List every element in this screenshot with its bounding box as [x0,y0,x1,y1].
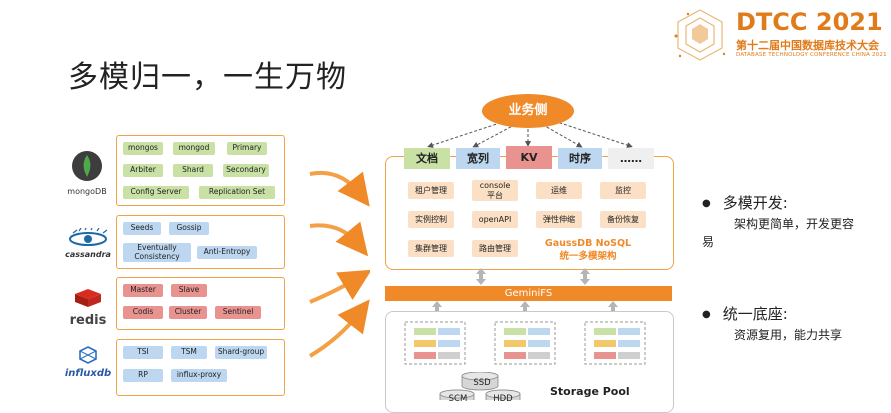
chip-anti-entropy: Anti-Entropy [197,246,257,259]
module-backup-restore: 备份恢复 [600,211,646,228]
cassandra-logo: cassandra [62,227,114,259]
conference-logo-hexagon-icon [674,9,726,61]
tab-kv: KV [506,146,552,169]
influxdb-components-box: TSI TSM Shard-group RP influx-proxy [116,339,285,396]
arrow-influxdb [308,299,370,358]
chip-replication-set: Replication Set [199,186,275,199]
bullet-multi-model-dev: ● 多模开发: 架构更简单，开发更容 易 [702,192,882,250]
module-console-text: console平台 [479,181,511,200]
module-console-platform: console平台 [472,180,518,201]
chip-primary: Primary [227,142,267,155]
influxdb-logo: influxdb [60,346,116,379]
mongodb-label: mongoDB [67,187,107,196]
mongodb-logo: mongoDB [58,150,116,196]
redis-logo: redis [64,287,112,328]
arrow-mongodb [309,171,370,207]
module-elastic-scaling: 弹性伸缩 [536,211,582,228]
module-tenant-management: 租户管理 [408,182,454,199]
influxdb-hex-icon [79,346,97,364]
tab-document: 文档 [404,148,450,169]
bullet-1-text-line2: 易 [702,235,715,249]
bullet-unified-base: ● 统一底座: 资源复用，能力共享 [702,303,882,343]
bullet-2-text-line1: 资源复用，能力共享 [734,328,843,342]
slide-title: 多模归一，一生万物 [68,60,347,95]
chip-tsm: TSM [171,346,207,359]
logo-subtitle: 第十二届中国数据库技术大会 [736,39,879,52]
storage-node-1 [404,321,466,365]
chip-slave: Slave [171,284,207,297]
chip-influx-proxy: influx-proxy [171,369,227,382]
redis-label: redis [69,313,107,328]
business-arrows [427,117,633,148]
bullet-1-head: ● 多模开发: [702,192,882,213]
bullet-dot-icon: ● [702,309,711,320]
business-side-node: 业务侧 [482,94,574,128]
influxdb-label: influxdb [64,368,112,379]
arrow-redis [309,269,370,304]
chip-sentinel: Sentinel [215,306,261,319]
geminifs-bar: GeminiFS [385,286,672,301]
chip-tsi: TSI [123,346,163,359]
redis-components-box: Master Slave Codis Cluster Sentinel [116,277,285,330]
module-routing-management: 路由管理 [472,240,518,257]
chip-config-server: Config Server [123,186,189,199]
cassandra-components-box: Seeds Gossip Eventually Consistency Anti… [116,215,285,269]
bullet-1-text-line1: 架构更简单，开发更容 [734,217,855,231]
chip-shard-group: Shard-group [215,346,267,359]
storage-pool-label: Storage Pool [550,385,630,398]
product-name-line1: GaussDB NoSQL [544,238,632,249]
chip-secondary: Secondary [223,164,269,177]
product-name: GaussDB NoSQL 统一多模架构 [538,237,638,263]
cassandra-eye-icon [69,227,108,246]
chip-cluster: Cluster [169,306,207,319]
mongodb-components-box: mongos mongod Primary Arbiter Shard Seco… [116,135,285,206]
chip-seeds: Seeds [123,222,161,235]
chip-eventually-consistency: Eventually Consistency [123,243,191,262]
module-cluster-management: 集群管理 [408,240,454,257]
connector-arch-gemini-right [580,268,590,285]
bullet-2-head: ● 统一底座: [702,303,882,324]
chip-arbiter: Arbiter [123,164,163,177]
scm-label: SCM [448,394,468,404]
module-openapi: openAPI [472,211,518,228]
storage-node-2 [494,321,556,365]
module-instance-control: 实例控制 [408,211,454,228]
disk-cylinders [439,372,521,400]
storage-nodes [404,321,646,365]
ssd-label: SSD [473,378,491,388]
chip-mongod: mongod [173,142,215,155]
connector-arch-gemini-left [476,268,486,285]
chip-mongos: mongos [123,142,163,155]
cassandra-label: cassandra [65,250,111,259]
logo-english: DATABASE TECHNOLOGY CONFERENCE CHINA 202… [736,52,887,58]
bullet-dot-icon: ● [702,198,711,209]
tab-wide-column: 宽列 [456,148,500,169]
flow-arrows [308,171,370,358]
hdd-label: HDD [493,394,513,404]
chip-rp: RP [123,369,163,382]
tab-timeseries: 时序 [558,148,602,169]
tab-more: …… [608,148,654,169]
module-operations: 运维 [536,182,582,199]
arrow-cassandra [309,221,369,257]
logo-title: DTCC 2021 [736,8,883,36]
chip-codis: Codis [123,306,163,319]
product-name-line2: 统一多模架构 [559,251,617,262]
module-monitoring: 监控 [600,182,646,199]
bullet-1-title: 多模开发: [722,194,788,212]
chip-shard: Shard [173,164,213,177]
chip-gossip: Gossip [169,222,209,235]
mongodb-leaf-icon [72,151,102,181]
bullet-2-title: 统一底座: [722,305,788,323]
chip-master: Master [123,284,163,297]
storage-node-3 [584,321,646,365]
redis-cube-icon [75,289,101,307]
